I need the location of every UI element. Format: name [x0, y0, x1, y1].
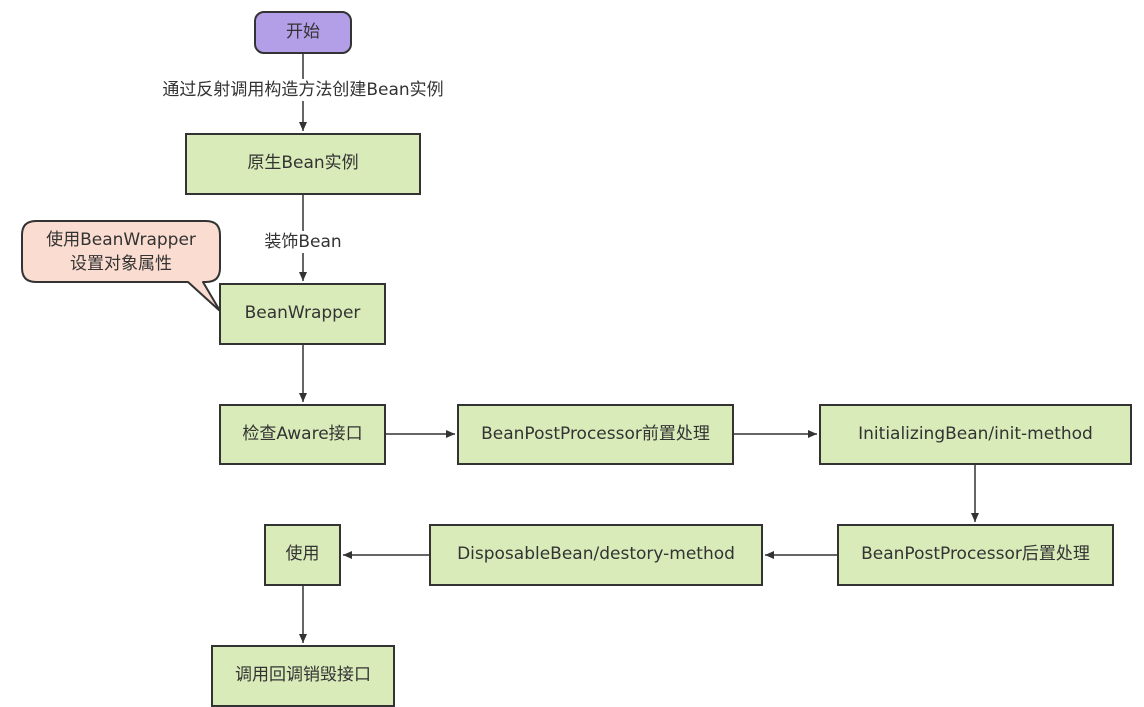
check-aware-node: 检查Aware接口 [219, 404, 386, 465]
callout-beanwrapper-note: 使用BeanWrapper 设置对象属性 [22, 228, 220, 276]
beanwrapper-node: BeanWrapper [219, 283, 386, 345]
use-node: 使用 [264, 524, 341, 586]
initializing-bean-node: InitializingBean/init-method [819, 404, 1132, 465]
bpp-before-node: BeanPostProcessor前置处理 [457, 404, 734, 465]
flowchart-connectors [21, 54, 979, 643]
raw-bean-instance-node: 原生Bean实例 [185, 133, 421, 195]
edge-label-decorate-bean: 装饰Bean [258, 231, 348, 253]
start-node: 开始 [254, 11, 352, 54]
callout-bubble [21, 220, 221, 312]
callout-line-2: 设置对象属性 [70, 254, 172, 274]
callout-line-1: 使用BeanWrapper [46, 230, 196, 250]
edge-label-create-instance: 通过反射调用构造方法创建Bean实例 [136, 79, 470, 101]
bpp-after-node: BeanPostProcessor后置处理 [837, 524, 1114, 586]
disposable-bean-node: DisposableBean/destory-method [429, 524, 763, 586]
destroy-callback-node: 调用回调销毁接口 [211, 645, 395, 707]
